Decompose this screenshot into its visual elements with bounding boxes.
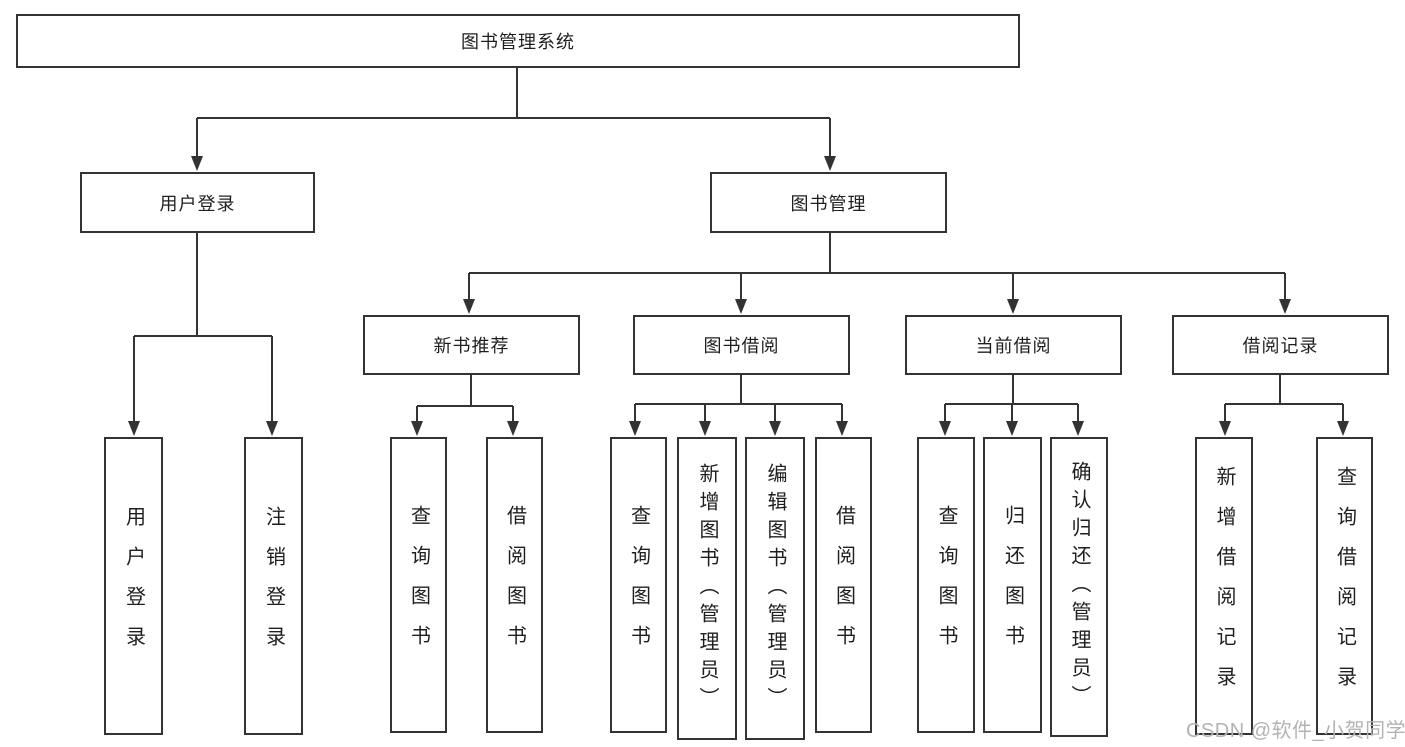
leaf-label: 借阅图书 [832, 505, 855, 665]
leaf-add-book-admin: 新增图书（管理员） [677, 437, 737, 740]
leaf-label: 注销登录 [262, 506, 285, 666]
node-label: 图书借阅 [703, 336, 780, 356]
node-user-login: 用户登录 [80, 172, 315, 233]
leaf-user-login: 用户登录 [104, 437, 163, 735]
watermark-text: CSDN @软件_小贺同学 [1186, 720, 1405, 742]
leaf-label: 归还图书 [1001, 505, 1024, 665]
leaf-query-books-recommend: 查询图书 [390, 437, 447, 733]
leaf-borrow-books-recommend: 借阅图书 [486, 437, 543, 733]
node-book-borrow: 图书借阅 [633, 315, 850, 375]
node-label: 新书推荐 [433, 336, 510, 356]
leaf-label: 查询借阅记录 [1333, 466, 1356, 706]
node-label: 借阅记录 [1242, 336, 1319, 356]
leaf-label: 新增借阅记录 [1213, 466, 1235, 706]
leaf-label: 查询图书 [627, 505, 650, 665]
leaf-query-books-borrow: 查询图书 [610, 437, 667, 733]
node-label: 图书管理 [790, 193, 867, 214]
leaf-label: 新增图书（管理员） [696, 462, 718, 715]
node-book-management: 图书管理 [710, 172, 947, 233]
node-label: 当前借阅 [975, 336, 1052, 356]
leaf-add-borrow-record: 新增借阅记录 [1195, 437, 1253, 735]
leaf-label: 编辑图书（管理员） [764, 462, 786, 715]
leaf-return-book: 归还图书 [983, 437, 1042, 733]
node-label: 图书管理系统 [461, 32, 575, 52]
leaf-confirm-return-admin: 确认归还（管理员） [1050, 437, 1108, 737]
leaf-label: 查询图书 [407, 505, 430, 665]
leaf-label: 用户登录 [122, 506, 145, 666]
leaf-label: 确认归还（管理员） [1068, 461, 1090, 713]
leaf-borrow-books: 借阅图书 [815, 437, 872, 733]
leaf-label: 借阅图书 [503, 505, 526, 665]
leaf-edit-book-admin: 编辑图书（管理员） [745, 437, 805, 740]
node-borrow-records: 借阅记录 [1172, 315, 1389, 375]
node-label: 用户登录 [159, 193, 236, 214]
leaf-label: 查询图书 [935, 505, 957, 665]
node-library-system: 图书管理系统 [16, 14, 1020, 68]
leaf-query-books-current: 查询图书 [917, 437, 975, 733]
leaf-query-borrow-record: 查询借阅记录 [1316, 437, 1373, 735]
node-current-borrow: 当前借阅 [905, 315, 1122, 375]
node-new-book-recommend: 新书推荐 [363, 315, 580, 375]
leaf-logout: 注销登录 [244, 437, 303, 735]
